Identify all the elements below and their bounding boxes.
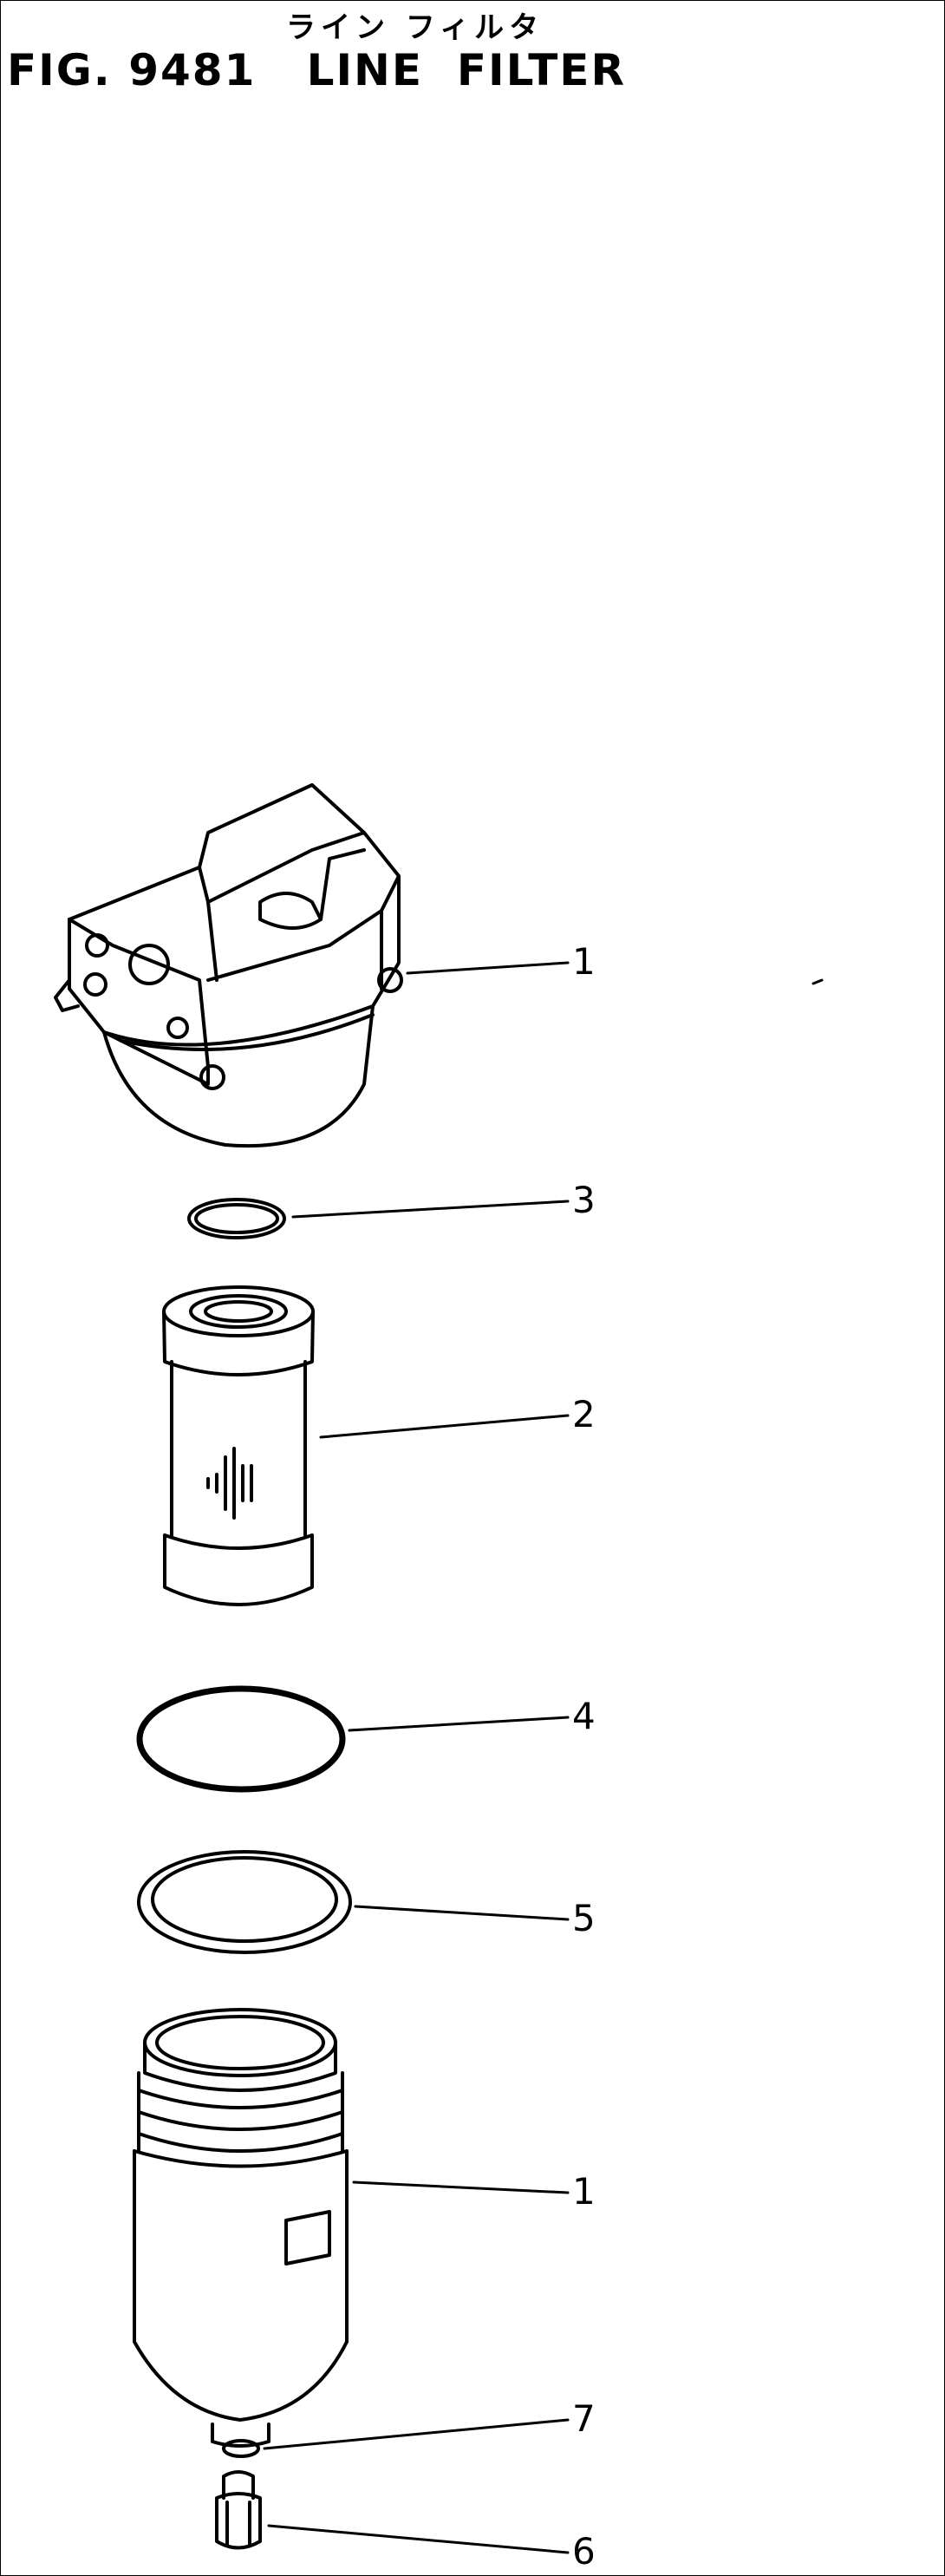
leader-line [406,961,570,975]
leader-line [354,1905,570,1921]
leader-line [263,2418,570,2450]
callout-number: 6 [572,2530,596,2573]
leader-line [352,2180,570,2194]
o-ring-drawing [187,1198,286,1239]
callout-number: 1 [572,940,596,983]
callout-number: 2 [572,1393,596,1435]
o-ring-large-drawing [136,1685,346,1793]
leader-line [319,1414,570,1439]
filter-element-drawing [162,1285,315,1606]
filter-head-drawing [54,783,403,1148]
callout-number: 3 [572,1179,596,1221]
filter-case-drawing [133,2008,349,2448]
callout-number: 5 [572,1897,596,1939]
gasket-drawing [137,1850,352,1954]
leader-line [267,2524,570,2554]
small-o-ring-drawing [222,2439,260,2458]
leader-line [291,1200,570,1219]
callout-number: 7 [572,2397,596,2440]
figure-title: FIG. 9481 LINE FILTER [7,45,626,95]
drain-plug-drawing [215,2470,262,2550]
leader-line [348,1716,570,1732]
figure-title-japanese: ライン フィルタ [286,10,544,45]
callout-number: 4 [572,1695,596,1737]
callout-number: 1 [572,2170,596,2213]
